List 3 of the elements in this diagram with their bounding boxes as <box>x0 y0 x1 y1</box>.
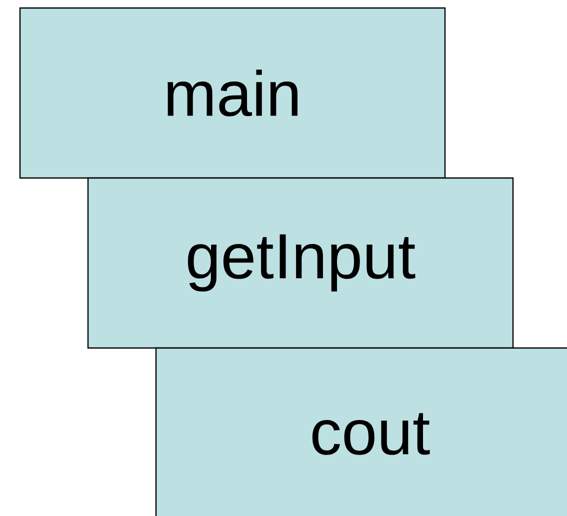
stack-frame-box: cout <box>155 347 567 516</box>
stack-frame-box: getInput <box>87 177 514 349</box>
stack-frame-box: main <box>19 7 446 179</box>
